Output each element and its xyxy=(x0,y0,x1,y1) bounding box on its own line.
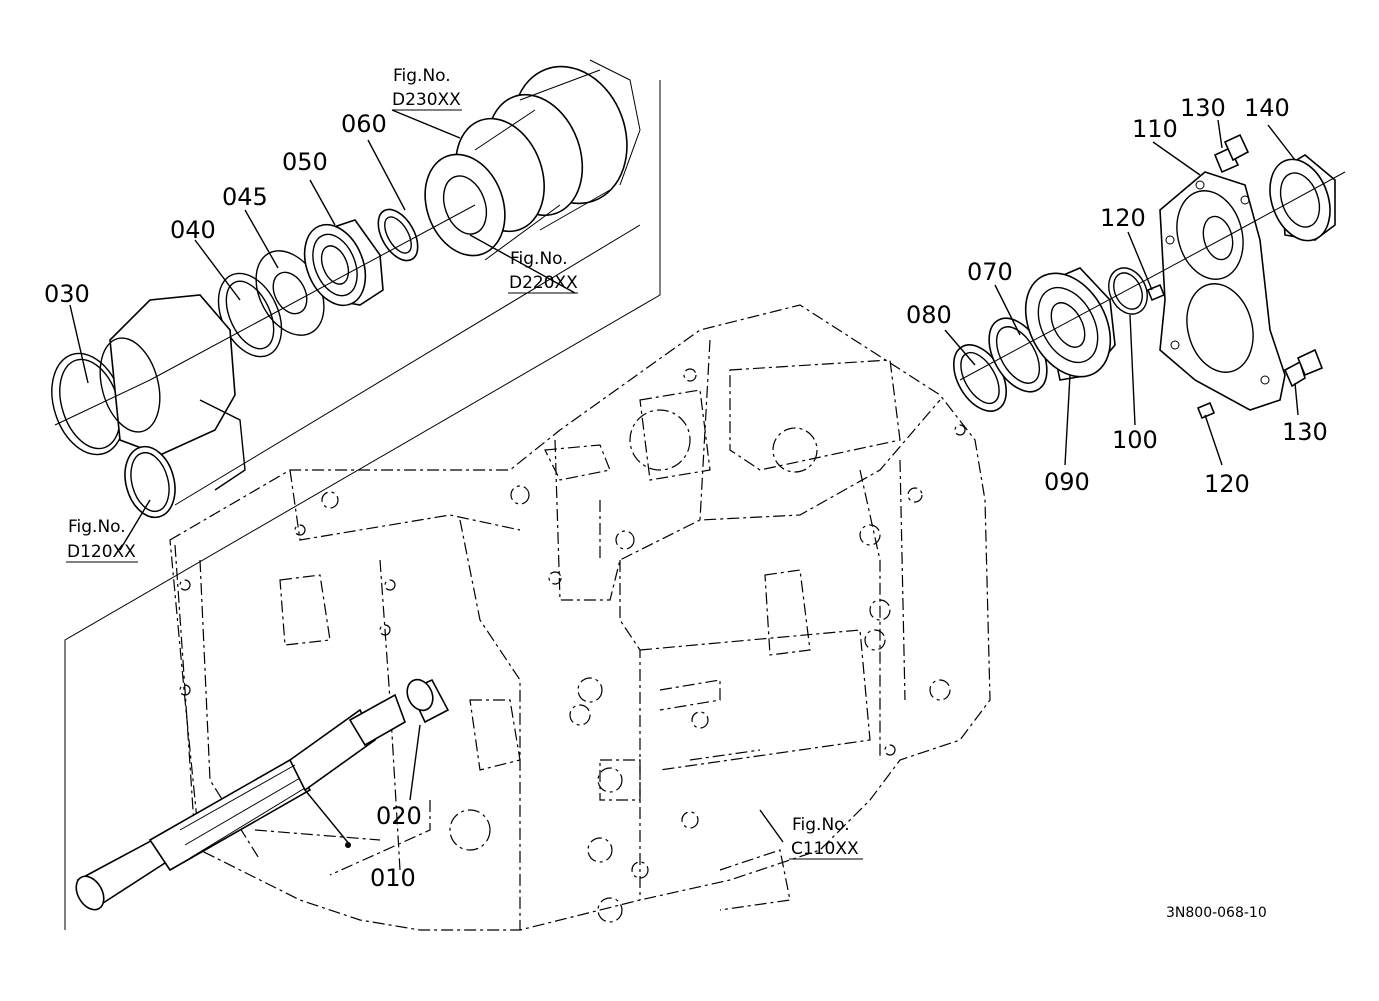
assembly-boundary-lines xyxy=(64,80,661,930)
part-140-bearing[interactable] xyxy=(1259,151,1340,249)
assembly-axis-lines xyxy=(54,171,1346,426)
fig-ref-code: D120XX xyxy=(67,542,136,562)
label-100[interactable]: 100 xyxy=(1112,426,1158,454)
part-020-collar[interactable] xyxy=(402,675,450,724)
figure-reference-d120[interactable]: Fig.No. D120XX xyxy=(66,517,138,563)
figure-reference-d220[interactable]: Fig.No. D220XX xyxy=(508,249,578,294)
gear-cluster-assembly xyxy=(424,59,641,261)
label-060[interactable]: 060 xyxy=(341,110,387,138)
label-140[interactable]: 140 xyxy=(1244,94,1290,122)
label-040[interactable]: 040 xyxy=(170,216,216,244)
label-070[interactable]: 070 xyxy=(967,258,1013,286)
fig-ref-prefix: Fig.No. xyxy=(393,66,451,86)
label-020[interactable]: 020 xyxy=(376,802,422,830)
figure-reference-d230[interactable]: Fig.No. D230XX xyxy=(392,66,462,111)
label-030[interactable]: 030 xyxy=(44,280,90,308)
fig-ref-code: D230XX xyxy=(392,90,461,110)
fig-ref-code: D220XX xyxy=(509,273,578,293)
part-120-dowel-lower[interactable] xyxy=(1196,401,1216,420)
bearing-housing xyxy=(99,294,246,519)
figure-reference-c110[interactable]: Fig.No. C110XX xyxy=(789,815,863,860)
part-130-bolt-lower[interactable] xyxy=(1283,348,1324,388)
fig-ref-prefix: Fig.No. xyxy=(68,517,126,537)
fig-ref-prefix: Fig.No. xyxy=(510,249,568,269)
label-050[interactable]: 050 xyxy=(282,148,328,176)
label-080[interactable]: 080 xyxy=(906,301,952,329)
label-130-lower[interactable]: 130 xyxy=(1282,418,1328,446)
leader-lines xyxy=(69,109,1299,843)
part-110-cover-plate[interactable] xyxy=(1159,171,1286,411)
drawing-code: 3N800-068-10 xyxy=(1166,905,1267,921)
part-010-020-set-bracket xyxy=(254,800,431,876)
label-120-upper[interactable]: 120 xyxy=(1100,204,1146,232)
part-090-bearing[interactable] xyxy=(1009,259,1128,392)
part-050-bearing[interactable] xyxy=(293,216,384,315)
part-130-bolt-upper[interactable] xyxy=(1213,133,1250,174)
part-060-ring[interactable] xyxy=(370,203,426,267)
transmission-case-outline xyxy=(169,304,991,931)
label-045[interactable]: 045 xyxy=(222,183,268,211)
fig-ref-code: C110XX xyxy=(791,839,859,859)
label-120-lower[interactable]: 120 xyxy=(1204,470,1250,498)
label-110[interactable]: 110 xyxy=(1132,115,1178,143)
label-130-upper[interactable]: 130 xyxy=(1180,94,1226,122)
label-010[interactable]: 010 xyxy=(370,864,416,892)
part-010-shaft[interactable] xyxy=(71,693,406,915)
fig-ref-prefix: Fig.No. xyxy=(792,815,850,835)
label-090[interactable]: 090 xyxy=(1044,468,1090,496)
part-labels: 030 040 045 050 060 070 080 090 100 110 … xyxy=(44,94,1328,892)
